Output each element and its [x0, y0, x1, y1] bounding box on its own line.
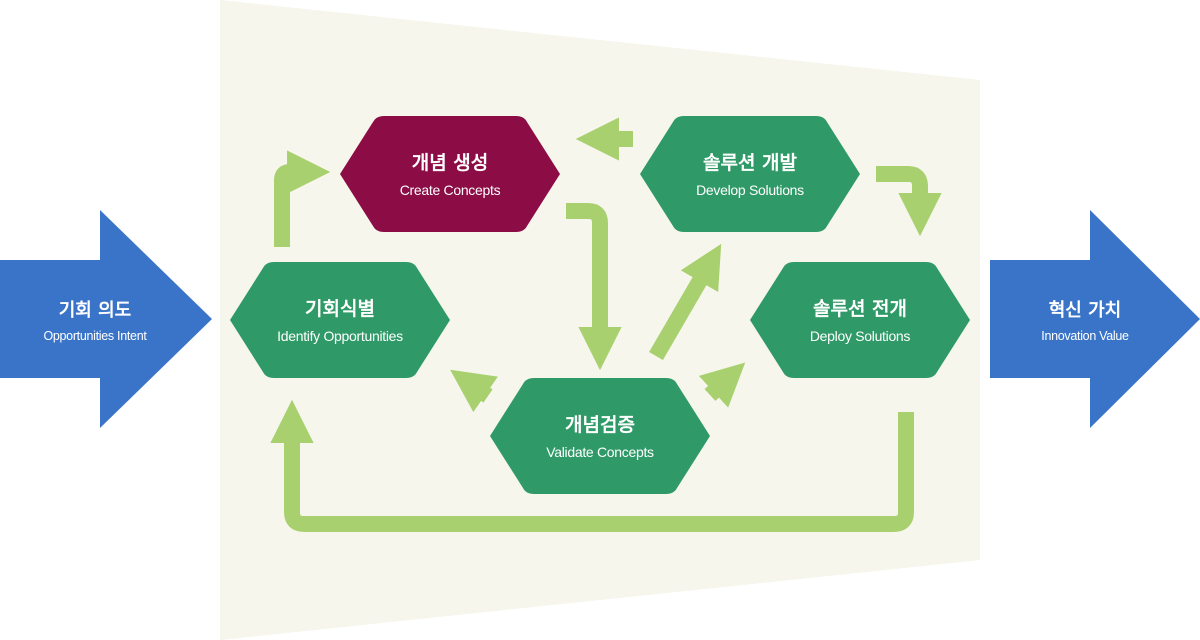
arrow-validate-to-identify	[450, 369, 498, 413]
input-arrow: 기회 의도 Opportunities Intent	[0, 210, 212, 428]
node-create-subtitle: Create Concepts	[400, 182, 501, 198]
node-validate-concepts: 개념검증 Validate Concepts	[490, 378, 710, 494]
node-validate-title: 개념검증	[565, 414, 635, 436]
arrow-identify-to-create	[274, 150, 331, 247]
node-identify-subtitle: Identify Opportunities	[277, 328, 403, 344]
node-validate-subtitle: Validate Concepts	[546, 444, 654, 460]
arrow-create-to-validate	[566, 203, 622, 371]
node-identify-opportunities: 기회식별 Identify Opportunities	[230, 262, 450, 378]
node-identify-title: 기회식별	[305, 298, 375, 320]
node-create-concepts: 개념 생성 Create Concepts	[340, 116, 560, 232]
output-arrow-title: 혁신 가치	[1049, 299, 1122, 321]
arrow-validate-to-develop	[649, 243, 722, 361]
node-create-title: 개념 생성	[412, 152, 489, 174]
node-deploy-subtitle: Deploy Solutions	[810, 328, 911, 344]
arrow-validate-to-deploy	[698, 362, 746, 408]
arrow-deploy-loop-to-identify	[270, 399, 914, 532]
input-arrow-subtitle: Opportunities Intent	[43, 329, 147, 343]
input-arrow-title: 기회 의도	[59, 300, 132, 321]
node-develop-solutions: 솔루션 개발 Develop Solutions	[640, 116, 860, 232]
node-develop-subtitle: Develop Solutions	[696, 182, 804, 198]
node-deploy-solutions: 솔루션 전개 Deploy Solutions	[750, 262, 970, 378]
node-deploy-title: 솔루션 전개	[813, 298, 907, 320]
output-arrow: 혁신 가치 Innovation Value	[990, 210, 1200, 428]
output-arrow-subtitle: Innovation Value	[1041, 329, 1129, 343]
node-develop-title: 솔루션 개발	[703, 152, 798, 174]
arrow-develop-to-deploy	[876, 166, 942, 237]
